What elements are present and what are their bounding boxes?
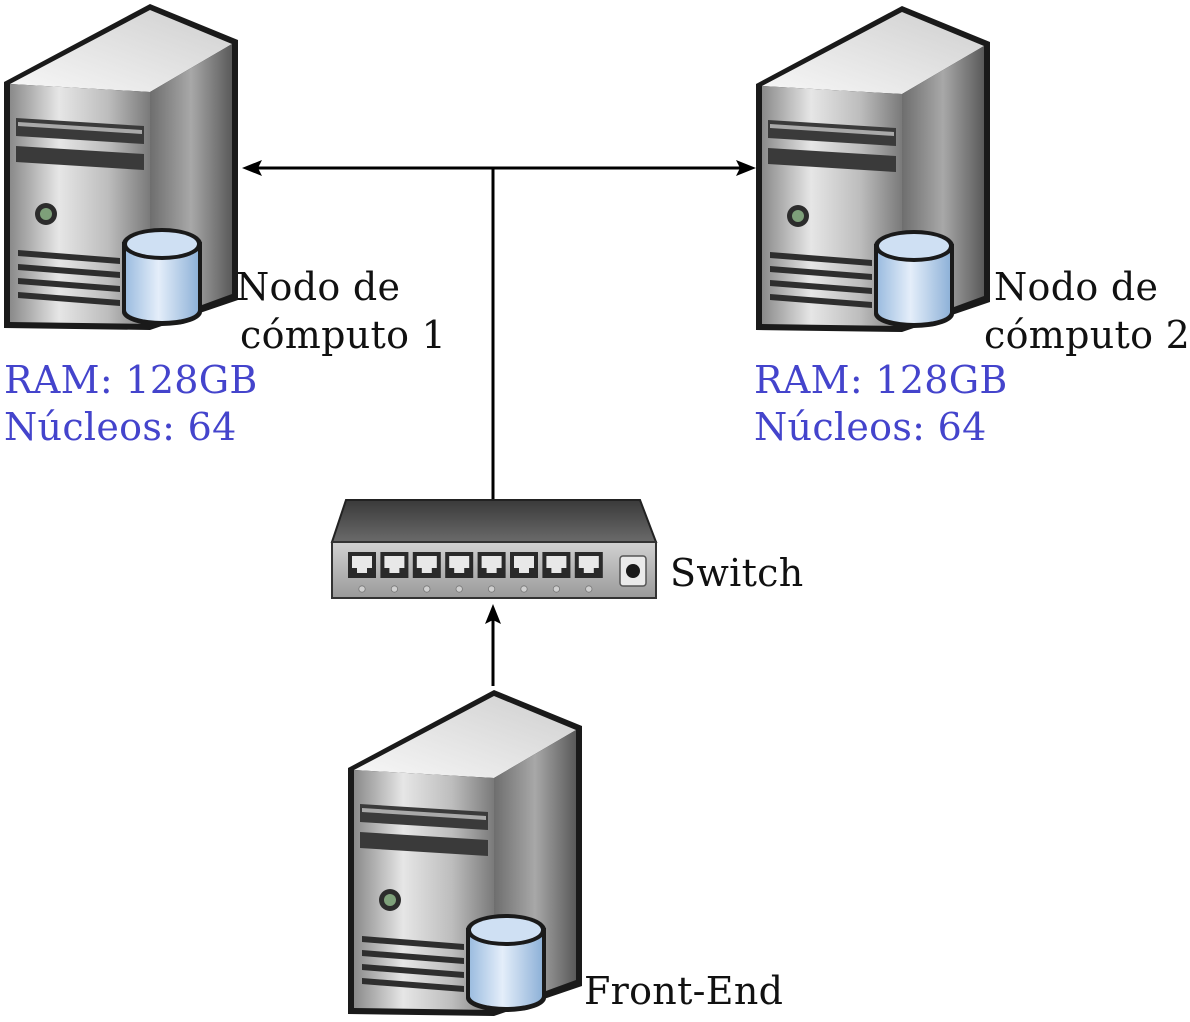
arrowheads	[242, 160, 756, 624]
switch-port-6	[510, 552, 538, 593]
compute-node-1-cores: Núcleos: 64	[4, 405, 237, 449]
compute-node-2-name-line1: Nodo de	[994, 265, 1159, 309]
switch-port-3	[412, 552, 441, 593]
switch-port-led-3	[423, 585, 431, 593]
compute-node-2-ram: RAM: 128GB	[754, 358, 1008, 402]
front-end-server-icon	[348, 690, 582, 1016]
compute-node-1-server-icon	[4, 4, 238, 330]
arrow-to-node-2-icon	[736, 160, 756, 176]
switch-port-7	[542, 552, 571, 593]
compute-node-2-name: Nodo de	[994, 264, 1159, 310]
switch-port-4	[445, 552, 474, 593]
compute-node-1-ram: RAM: 128GB	[4, 358, 258, 402]
switch-port-8	[574, 552, 603, 593]
switch-port-5	[477, 552, 506, 593]
compute-node-2-cores: Núcleos: 64	[754, 405, 987, 449]
switch-port-led-6	[520, 585, 528, 593]
switch-port-led-5	[487, 585, 496, 593]
switch-port-led-2	[390, 585, 398, 593]
switch-ports	[348, 552, 603, 593]
switch-port-1	[348, 552, 376, 593]
compute-node-2-server-icon	[756, 6, 990, 332]
arrow-to-switch-icon	[485, 604, 501, 624]
switch-port-2	[380, 552, 409, 593]
connection-lines	[255, 166, 742, 686]
compute-node-2-name-line2: cómputo 2	[984, 313, 1190, 357]
compute-node-1-name-line1: Nodo de	[236, 265, 401, 309]
switch-icon	[330, 499, 658, 599]
switch-port-led-4	[455, 585, 463, 593]
compute-node-1-name: Nodo de	[236, 264, 400, 310]
switch-label: Switch	[670, 551, 804, 595]
switch-port-led-1	[358, 585, 366, 593]
switch-port-led-8	[585, 585, 593, 593]
arrow-to-node-1-icon	[242, 160, 262, 176]
switch-port-led-7	[552, 585, 561, 593]
compute-node-1-name-line2: cómputo 1	[240, 313, 447, 357]
front-end-label: Front-End	[584, 969, 784, 1013]
